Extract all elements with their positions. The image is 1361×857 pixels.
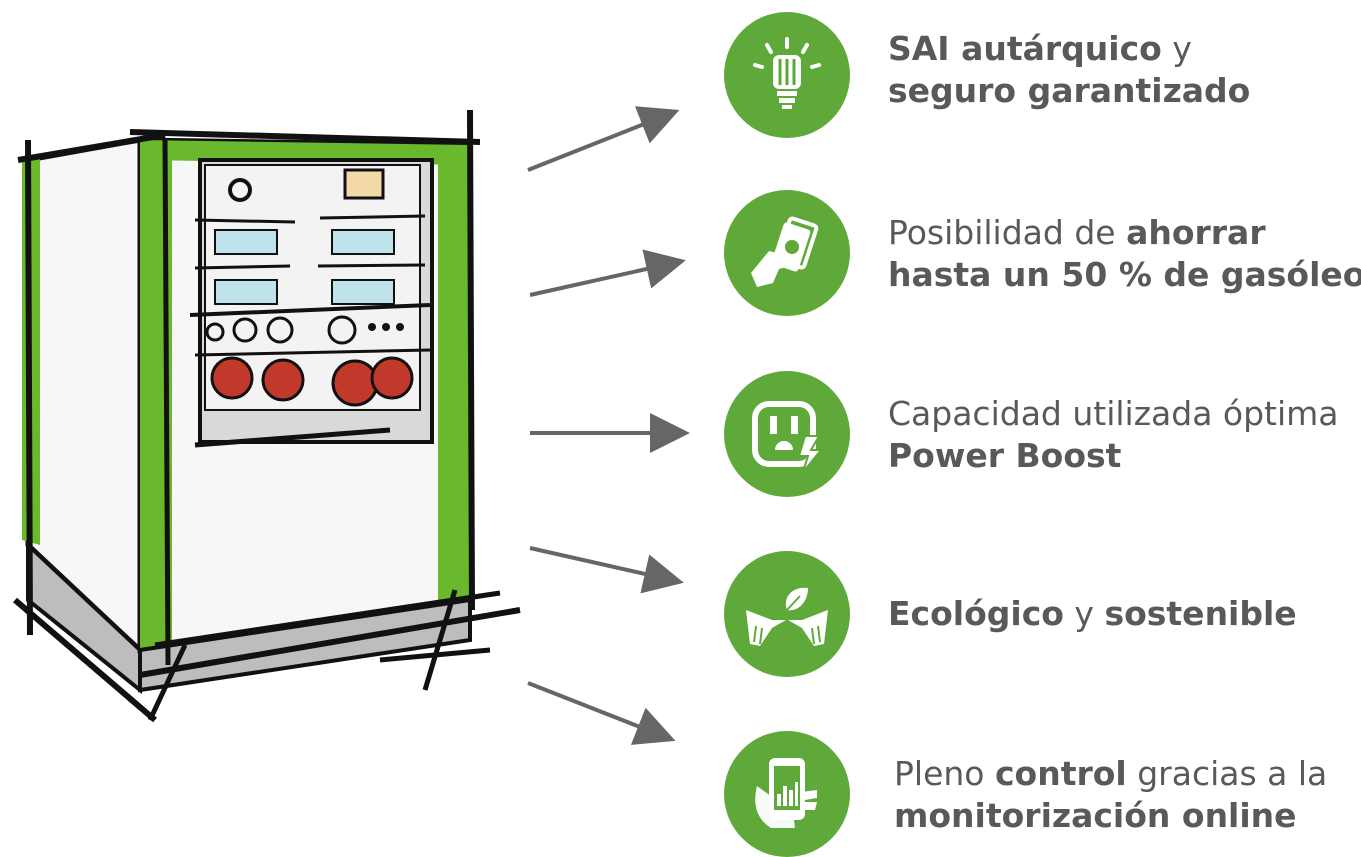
panel-knob — [228, 178, 252, 202]
feature-text-normal: y — [1063, 594, 1105, 633]
feature-line: Ecológico y sostenible — [888, 593, 1297, 635]
feature-line: Posibilidad de ahorrar — [888, 212, 1361, 254]
light-bulb-icon — [724, 12, 850, 138]
hand-money-icon — [724, 190, 850, 316]
feature-line: seguro garantizado — [888, 70, 1250, 112]
display-2 — [331, 229, 395, 255]
arrow-4 — [529, 546, 684, 594]
feature-text-normal: Posibilidad de — [888, 213, 1127, 252]
display-1 — [214, 229, 278, 255]
display-4 — [331, 279, 395, 305]
feature-text-bold: Ecológico — [888, 594, 1064, 633]
feature-eco: Ecológico y sostenible — [724, 551, 1361, 677]
socket-1 — [210, 356, 254, 400]
power-outlet-icon — [724, 371, 850, 497]
feature-text-normal: gracias a la — [1126, 754, 1328, 793]
feature-text-bold: seguro garantizado — [888, 71, 1251, 110]
feature-line: Power Boost — [888, 435, 1339, 477]
feature-text-bold: SAI autárquico — [888, 29, 1162, 68]
feature-text-normal: Capacidad utilizada óptima — [888, 394, 1339, 433]
arrow-1 — [527, 106, 680, 172]
feature-text-normal: y — [1161, 29, 1192, 68]
arrow-5 — [527, 681, 676, 745]
feature-text-bold: hasta un 50 % de gasóleo — [888, 255, 1361, 294]
feature-text-bold: Power Boost — [888, 436, 1122, 475]
feature-text-bold: control — [994, 754, 1127, 793]
feature-text-normal: Pleno — [894, 754, 995, 793]
feature-line: Pleno control gracias a la — [894, 753, 1327, 795]
feature-line: Capacidad utilizada óptima — [888, 393, 1339, 435]
eco-hands-leaf-icon — [724, 551, 850, 677]
feature-line: monitorización online — [894, 795, 1327, 837]
feature-text-bold: sostenible — [1104, 594, 1297, 633]
arrow-2 — [529, 249, 686, 297]
feature-text-bold: ahorrar — [1126, 213, 1266, 252]
socket-4 — [370, 356, 414, 400]
feature-text: Ecológico y sostenible — [888, 593, 1297, 635]
panel-screen — [343, 168, 385, 200]
socket-2 — [261, 358, 305, 402]
feature-text-bold: monitorización online — [894, 796, 1297, 835]
feature-line: SAI autárquico y — [888, 28, 1250, 70]
display-3 — [214, 279, 278, 305]
feature-line: hasta un 50 % de gasóleo — [888, 254, 1361, 296]
power-cabinet-illustration — [13, 109, 521, 723]
cabinet-front-right-green — [438, 145, 470, 603]
smartphone-chart-icon — [724, 731, 850, 857]
